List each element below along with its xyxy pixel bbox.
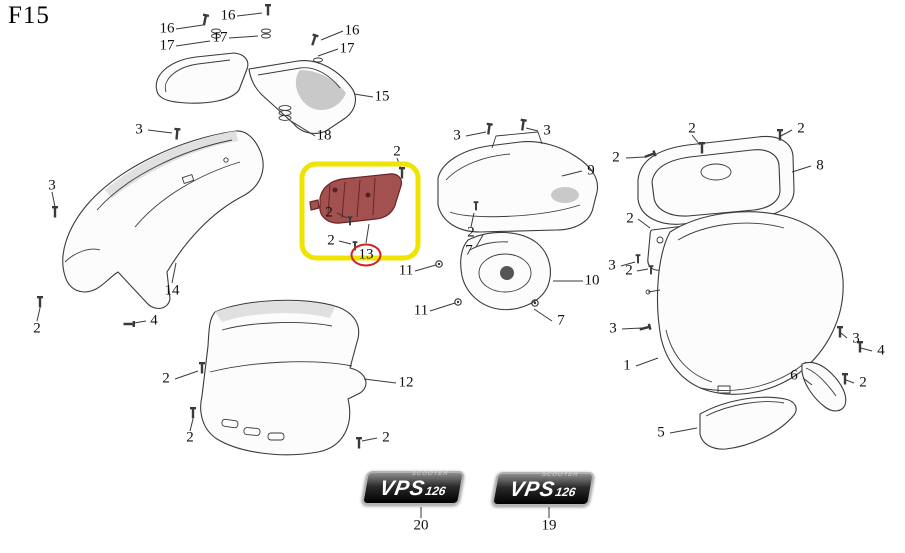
part-label-11: 11 [398,262,414,279]
part-label-10: 10 [584,272,600,289]
part-label-19: 19 [541,517,557,534]
part-label-2: 2 [325,204,333,221]
part-label-14: 14 [164,282,180,299]
part-17-washers [211,28,323,63]
part-9-shape [437,131,599,233]
part-label-2: 2 [382,429,390,446]
part-label-9: 9 [587,162,595,179]
vps-badge-text: SCOOTER VPS126 [507,472,579,501]
part-15-shape [155,52,357,134]
part-label-13: 13 [350,243,382,267]
part-12-shape [200,299,367,456]
part-8-shape [637,135,795,225]
part-label-16: 16 [344,22,360,39]
badge-model: 126 [424,483,447,498]
part-label-15: 15 [374,88,390,105]
part-label-16: 16 [220,7,236,24]
part-label-4: 4 [150,312,158,329]
part-1-shape [645,211,844,395]
part-label-2: 2 [688,120,696,137]
part-label-4: 4 [877,342,885,359]
part-label-7: 7 [465,242,473,259]
part-label-2: 2 [327,232,335,249]
part-label-5: 5 [657,424,665,441]
part-label-3: 3 [608,257,616,274]
part-label-2: 2 [859,374,867,391]
part-14-shape [62,130,264,309]
part-label-18: 18 [316,127,332,144]
figure-code: F15 [8,2,50,29]
vps-badge-text: SCOOTER VPS126 [377,471,449,500]
part-label-2: 2 [186,429,194,446]
part-label-20: 20 [413,517,429,534]
part-label-2: 2 [626,210,634,227]
vps-badge-part-19: SCOOTER VPS126 [491,472,595,506]
part-label-2: 2 [625,262,633,279]
part-label-6: 6 [790,367,798,384]
part-label-17: 17 [339,40,355,57]
part-5-shape [699,396,797,450]
part-label-2: 2 [612,149,620,166]
leader-lines [36,12,873,518]
part-label-3: 3 [135,121,143,138]
parts-layer [62,28,847,456]
part-label-2: 2 [393,143,401,160]
part-label-3: 3 [453,127,461,144]
part-label-17: 17 [212,29,228,46]
part-label-16: 16 [159,20,175,37]
part-10-shape [460,231,551,311]
part-label-2: 2 [33,320,41,337]
part-label-8: 8 [816,157,824,174]
part-label-2: 2 [162,370,170,387]
part-6-shape [801,361,847,412]
part-label-12: 12 [398,374,414,391]
badge-tagline: SCOOTER [541,471,580,478]
badge-brand: VPS [377,476,428,500]
part-label-17: 17 [159,37,175,54]
part-label-1: 1 [623,357,631,374]
badge-tagline: SCOOTER [411,470,450,477]
part-13-shape [309,173,403,224]
badge-model: 126 [554,484,577,499]
part-label-3: 3 [543,122,551,139]
part-label-2: 2 [467,224,475,241]
part-label-7: 7 [557,312,565,329]
part-label-3: 3 [852,330,860,347]
part-label-3: 3 [48,177,56,194]
part-label-3: 3 [609,320,617,337]
part-label-2: 2 [797,120,805,137]
part-label-11: 11 [413,302,429,319]
part-18-shape [278,105,292,121]
vps-badge-part-20: SCOOTER VPS126 [361,471,465,505]
badge-brand: VPS [507,477,558,501]
